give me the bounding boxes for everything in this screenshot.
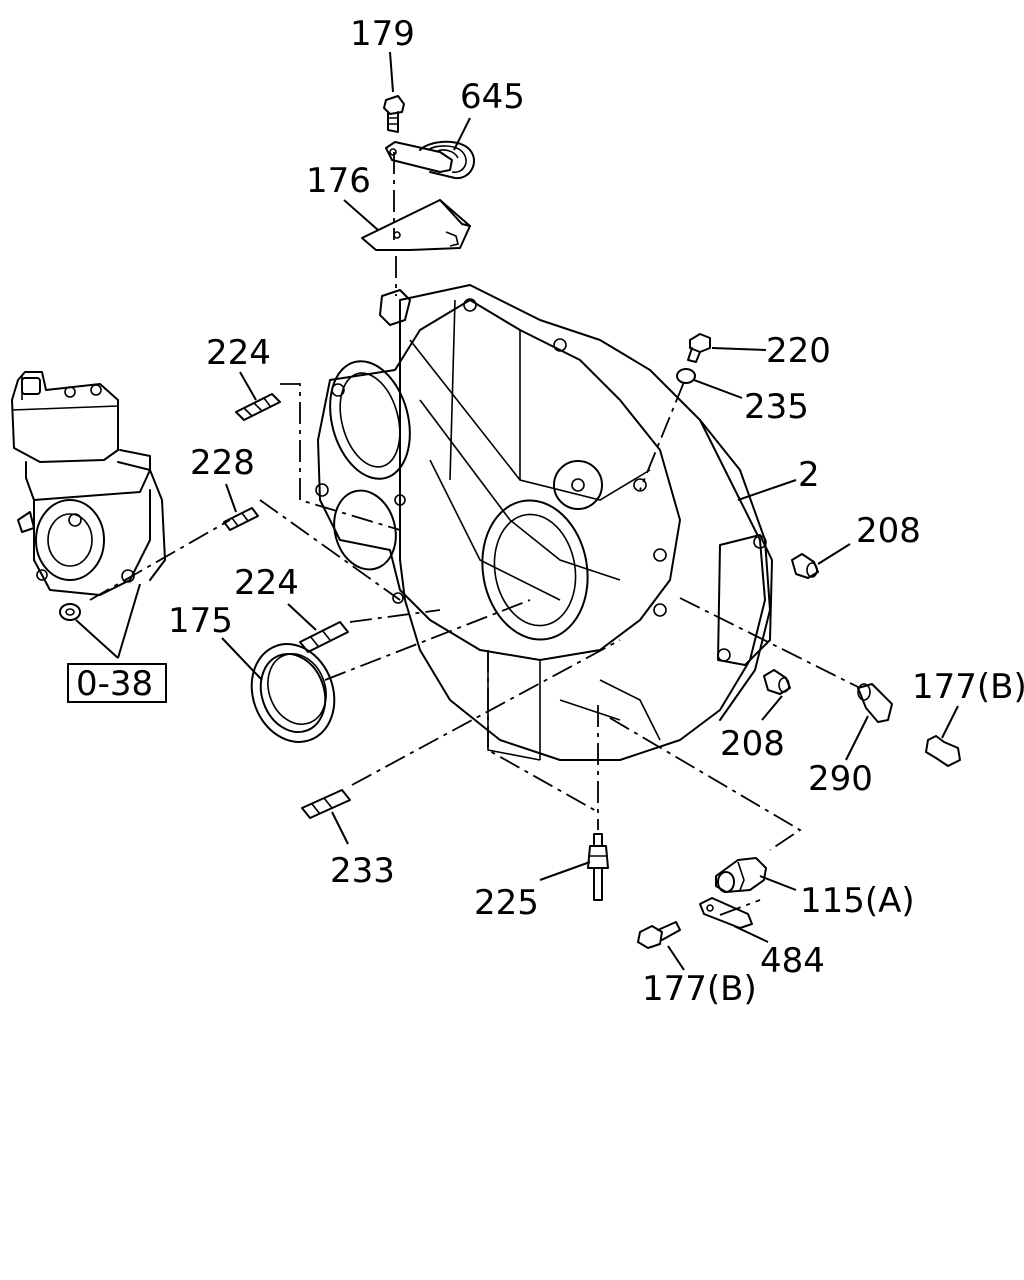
label-2: 2 (798, 455, 820, 495)
air-compressor (11, 371, 166, 596)
label-645: 645 (460, 77, 525, 117)
label-115a: 115(A) (800, 881, 915, 921)
label-177b-right: 177(B) (912, 667, 1024, 707)
label-233: 233 (330, 851, 395, 891)
clip-645 (385, 140, 475, 180)
stud-233 (301, 789, 351, 819)
label-224-mid: 224 (234, 563, 299, 603)
label-208-bottom: 208 (720, 724, 785, 764)
assembly-lines (89, 152, 861, 916)
bolt-179 (383, 95, 405, 133)
bolt-220 (687, 333, 711, 363)
stud-224-top (235, 393, 281, 421)
flywheel-housing (315, 284, 773, 761)
label-179: 179 (350, 14, 415, 54)
nut-0-38 (59, 603, 81, 621)
stud-224-mid (299, 621, 349, 653)
bracket-176 (361, 199, 471, 251)
bolt-177b-right (925, 735, 961, 767)
washer-235 (676, 368, 696, 384)
plug-208-bottom (763, 669, 791, 695)
label-484: 484 (760, 941, 825, 981)
label-225: 225 (474, 883, 539, 923)
bolt-177b-bottom (637, 921, 681, 949)
label-175: 175 (168, 601, 233, 641)
label-220: 220 (766, 331, 831, 371)
pipe-290 (857, 683, 893, 723)
plug-208-top (791, 553, 819, 579)
label-0-38: 0-38 (76, 664, 153, 704)
label-290: 290 (808, 759, 873, 799)
label-176: 176 (306, 161, 371, 201)
label-224-top: 224 (206, 333, 271, 373)
label-228: 228 (190, 443, 255, 483)
label-177b-bottom: 177(B) (642, 969, 757, 1009)
oil-seal-175 (250, 643, 336, 743)
sensor-115a (715, 857, 767, 893)
part-labels: 179 645 176 224 228 224 175 0-38 220 235… (67, 14, 1024, 1009)
label-0-38-box (67, 663, 167, 703)
pin-225 (587, 833, 609, 901)
leader-lines (75, 51, 959, 971)
label-235: 235 (744, 387, 809, 427)
stud-228 (223, 507, 259, 531)
bracket-484 (699, 897, 753, 929)
label-208-top: 208 (856, 511, 921, 551)
